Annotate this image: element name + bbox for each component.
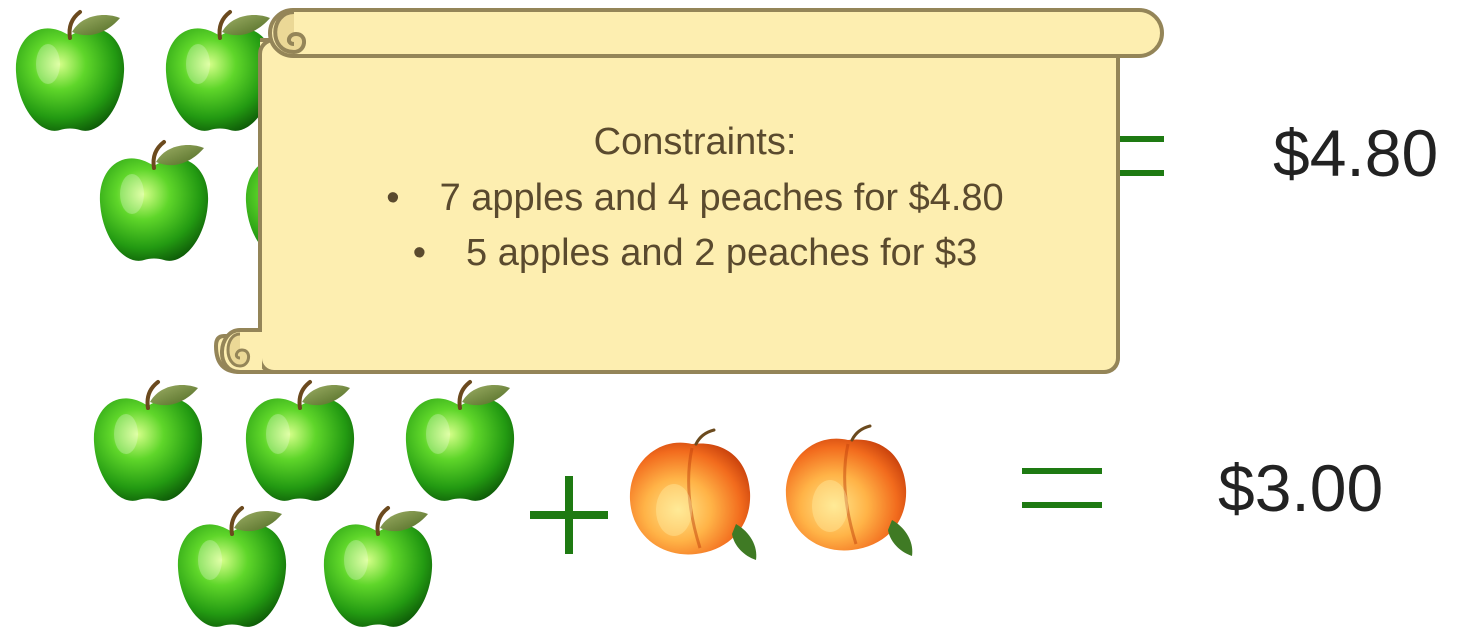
equals-sign-2: [1022, 468, 1102, 508]
constraints-title: Constraints:: [593, 121, 797, 163]
constraint-item: 5 apples and 2 peaches for $3: [270, 231, 1120, 277]
plus-sign: [530, 476, 608, 554]
green-apple-icon: [405, 380, 515, 501]
price-equation-2: $3.00: [1218, 451, 1384, 525]
constraints-list: 7 apples and 4 peaches for $4.80 5 apple…: [270, 176, 1120, 277]
green-apple-icon: [93, 380, 203, 501]
peach-icon: [629, 428, 757, 560]
green-apple-icon: [165, 10, 275, 131]
green-apple-icon: [99, 140, 209, 261]
price-equation-1: $4.80: [1273, 116, 1439, 190]
green-apple-icon: [323, 506, 433, 627]
green-apple-icon: [15, 10, 125, 131]
equals-sign-1: [1084, 136, 1164, 176]
constraints-note: Constraints: 7 apples and 4 peaches for …: [270, 120, 1120, 277]
green-apple-icon: [177, 506, 287, 627]
green-apple-icon: [245, 380, 355, 501]
peach-icon: [785, 424, 913, 556]
constraint-item: 7 apples and 4 peaches for $4.80: [270, 176, 1120, 222]
